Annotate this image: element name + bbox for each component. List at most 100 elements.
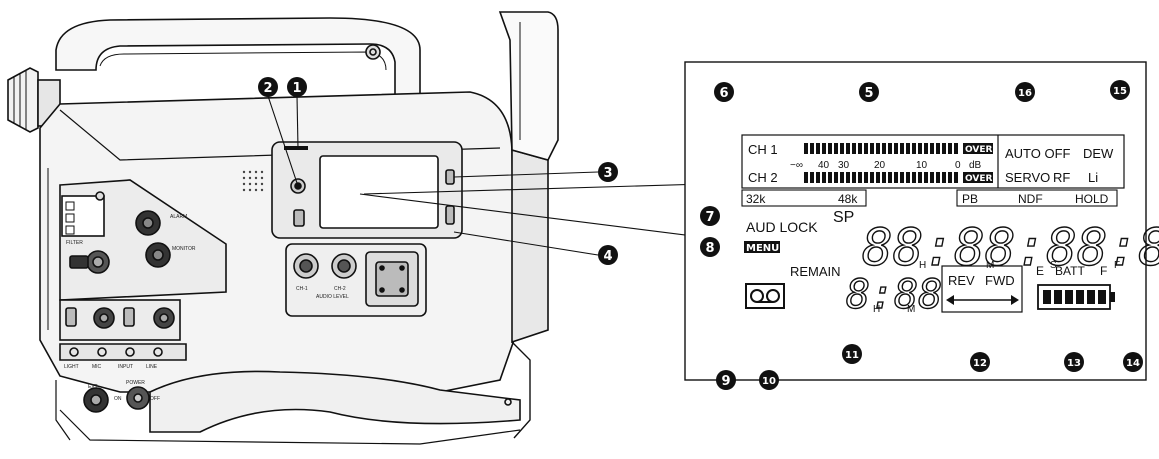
label-line: LINE	[146, 364, 158, 370]
rev-arrow-icon	[946, 295, 954, 305]
label-ch2: CH-2	[334, 286, 346, 292]
lcd-batt-e: E	[1036, 264, 1044, 278]
lcd-pb: PB	[962, 192, 978, 206]
lcd-fwd: FWD	[985, 273, 1015, 288]
svg-text:5: 5	[864, 86, 873, 101]
meter-segment	[858, 143, 862, 154]
meter-segment	[888, 143, 892, 154]
label-alarm: ALARM	[170, 214, 187, 220]
meter-segment	[870, 143, 874, 154]
meter-scale-db: dB	[969, 160, 982, 171]
lcd-li: Li	[1088, 170, 1098, 185]
svg-text:15: 15	[1113, 86, 1127, 97]
lcd-timecode: 88:88:88:88	[862, 219, 1159, 278]
meter-segment	[846, 143, 850, 154]
meter-segment	[942, 172, 946, 183]
meter-segment	[936, 172, 940, 183]
meter-segment	[882, 172, 886, 183]
meter-segment	[912, 172, 916, 183]
label-input: INPUT	[118, 364, 133, 370]
callout-6: 6	[714, 82, 734, 102]
callout-8: 8	[700, 237, 720, 257]
meter-segment	[876, 172, 880, 183]
meter-segment	[804, 143, 808, 154]
viewfinder-eyepiece	[7, 67, 39, 133]
meter-segment	[918, 172, 922, 183]
meter-segment	[858, 172, 862, 183]
label-off: OFF	[150, 396, 160, 402]
svg-text:6: 6	[719, 86, 728, 101]
meter-segment	[912, 143, 916, 154]
meter-segment	[948, 172, 952, 183]
rev-fwd-indicator: REV FWD	[941, 265, 1023, 313]
svg-text:9: 9	[721, 374, 730, 389]
meter-segment	[864, 172, 868, 183]
meter-segment	[888, 172, 892, 183]
over-badge-ch1: OVER	[965, 145, 993, 155]
lcd-servo: SERVO	[1005, 170, 1050, 185]
callout-10: 10	[759, 370, 779, 390]
meter-segment	[954, 143, 958, 154]
meter-scale-inf: −∞	[790, 160, 803, 171]
tc-f-unit: F	[1114, 260, 1120, 271]
meter-segment	[840, 143, 844, 154]
callout-7: 7	[700, 206, 720, 226]
lcd-sp: SP	[833, 209, 854, 226]
lcd-32k: 32k	[746, 192, 766, 206]
top-handle	[55, 17, 421, 111]
lcd-rev: REV	[948, 273, 975, 288]
svg-text:1: 1	[292, 81, 301, 96]
meter-segment	[948, 143, 952, 154]
meter-segment	[900, 143, 904, 154]
callout-9: 9	[716, 370, 736, 390]
callout-badges: 1 2 3 4 5 6 7 8 9 10 11 12 13 14 15 16	[258, 77, 1143, 390]
meter-segment	[942, 143, 946, 154]
tc-h-unit: H	[919, 260, 926, 271]
svg-text:2: 2	[263, 81, 272, 96]
lcd-rf: RF	[1053, 170, 1070, 185]
label-ch1: CH-1	[296, 286, 308, 292]
svg-text:16: 16	[1018, 88, 1032, 99]
meter-segment	[930, 172, 934, 183]
callout-1: 1	[287, 77, 307, 97]
callout-16: 16	[1015, 82, 1035, 102]
over-badge-ch2: OVER	[965, 174, 993, 184]
meter-segment	[840, 172, 844, 183]
lcd-remain-time: 8:88	[846, 272, 942, 318]
audio-meter-box: CH 1 CH 2 −∞ 40 30 20 10 0 dB OVER OVER …	[741, 134, 1125, 189]
callout-12: 12	[970, 352, 990, 372]
sample-rate-box	[741, 189, 867, 207]
svg-text:8: 8	[705, 241, 714, 256]
meter-segment	[834, 172, 838, 183]
meter-segment	[852, 172, 856, 183]
label-audio-level: AUDIO LEVEL	[316, 294, 349, 300]
meter-segment	[894, 172, 898, 183]
meter-segment	[804, 172, 808, 183]
label-filter: FILTER	[66, 240, 83, 246]
meter-segment	[810, 143, 814, 154]
meter-scale-0: 0	[955, 160, 961, 171]
label-mic: MIC	[92, 364, 102, 370]
lcd-48k: 48k	[838, 192, 858, 206]
callout-3: 3	[598, 162, 618, 182]
lcd-hold: HOLD	[1075, 192, 1109, 206]
meter-segment	[816, 172, 820, 183]
status-box	[956, 189, 1118, 207]
ch1-level-meter	[804, 143, 958, 154]
meter-scale-30: 30	[838, 160, 850, 171]
svg-text:10: 10	[762, 376, 776, 387]
meter-segment	[852, 143, 856, 154]
svg-text:11: 11	[845, 350, 859, 361]
meter-scale-10: 10	[916, 160, 928, 171]
meter-segment	[822, 143, 826, 154]
lcd-dew: DEW	[1083, 146, 1114, 161]
tc-s-unit: S	[1050, 260, 1057, 271]
lcd-ch1-label: CH 1	[748, 142, 778, 157]
callout-13: 13	[1064, 352, 1084, 372]
meter-segment	[900, 172, 904, 183]
lcd-menu-badge: MENU	[746, 243, 779, 254]
label-monitor: MONITOR	[172, 246, 196, 252]
meter-segment	[822, 172, 826, 183]
camcorder-illustration	[7, 11, 559, 445]
fwd-arrow-icon	[1011, 295, 1019, 305]
